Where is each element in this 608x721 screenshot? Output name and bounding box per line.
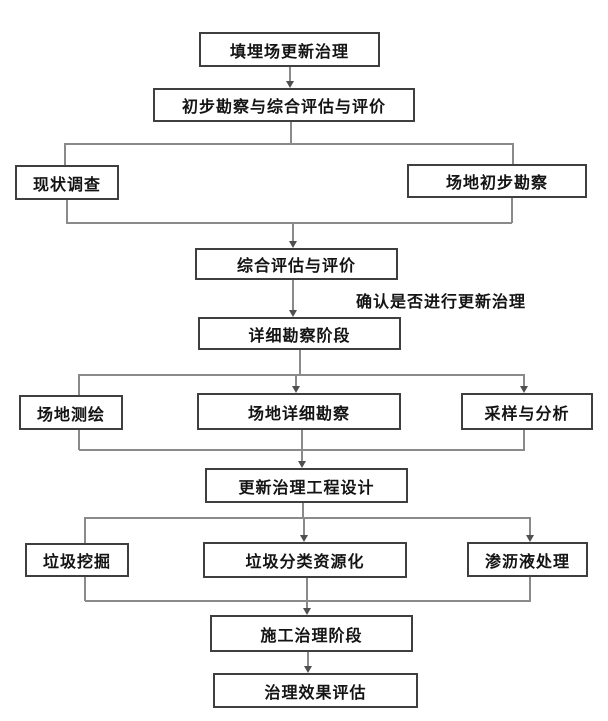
- flow-line: [79, 374, 525, 376]
- flow-line: [301, 430, 303, 461]
- node-comprehensive-assessment: 综合评估与评价: [195, 248, 398, 280]
- node-site-detailed-survey: 场地详细勘察: [197, 393, 401, 430]
- flow-arrowhead: [300, 535, 308, 542]
- flow-line: [289, 67, 291, 82]
- flow-line: [303, 517, 305, 535]
- flow-line: [78, 430, 80, 450]
- node-waste-excavation: 垃圾挖掘: [25, 543, 129, 577]
- flow-arrowhead: [289, 310, 297, 317]
- flow-line: [66, 200, 68, 223]
- flow-arrowhead: [303, 608, 311, 615]
- flow-line: [529, 517, 531, 535]
- flow-line: [299, 350, 301, 375]
- flow-line: [290, 122, 292, 144]
- flow-line: [292, 222, 294, 241]
- flow-line: [292, 280, 294, 310]
- flow-line: [302, 503, 304, 518]
- node-current-situation-survey: 现状调查: [15, 165, 119, 200]
- node-site-mapping: 场地测绘: [19, 395, 123, 430]
- node-sampling-analysis: 采样与分析: [461, 393, 593, 430]
- flow-line: [523, 430, 525, 450]
- flow-arrowhead: [286, 81, 294, 88]
- flow-line: [306, 578, 308, 608]
- flow-arrowhead: [298, 461, 306, 468]
- flow-line: [512, 143, 514, 164]
- flow-line: [85, 517, 531, 519]
- flow-line: [529, 577, 531, 601]
- node-construction-stage: 施工治理阶段: [210, 615, 413, 652]
- node-leachate-treatment: 渗沥液处理: [467, 542, 588, 577]
- flow-line: [523, 374, 525, 386]
- flow-line: [66, 222, 512, 224]
- flow-arrowhead: [289, 241, 297, 248]
- flow-arrowhead: [304, 666, 312, 673]
- flow-line: [307, 652, 309, 666]
- flow-line: [78, 374, 80, 395]
- node-site-preliminary-survey: 场地初步勘察: [407, 164, 587, 198]
- flow-line: [65, 143, 514, 145]
- node-landfill-renewal: 填埋场更新治理: [199, 32, 380, 67]
- flow-line: [511, 198, 513, 223]
- flow-arrowhead: [526, 535, 534, 542]
- node-waste-sorting-recycling: 垃圾分类资源化: [203, 542, 407, 578]
- node-detailed-survey-stage: 详细勘察阶段: [198, 317, 401, 350]
- flow-arrowhead: [292, 386, 300, 393]
- flow-line: [84, 577, 86, 601]
- node-renewal-engineering-design: 更新治理工程设计: [205, 468, 408, 503]
- flow-line: [64, 143, 66, 165]
- node-preliminary-survey-assessment: 初步勘察与综合评估与评价: [153, 88, 415, 122]
- annotation-confirm-renewal: 确认是否进行更新治理: [356, 294, 527, 311]
- flow-arrowhead: [520, 386, 528, 393]
- node-effect-evaluation: 治理效果评估: [213, 673, 418, 708]
- flow-line: [85, 600, 531, 602]
- flow-line: [295, 374, 297, 386]
- flow-line: [84, 517, 86, 543]
